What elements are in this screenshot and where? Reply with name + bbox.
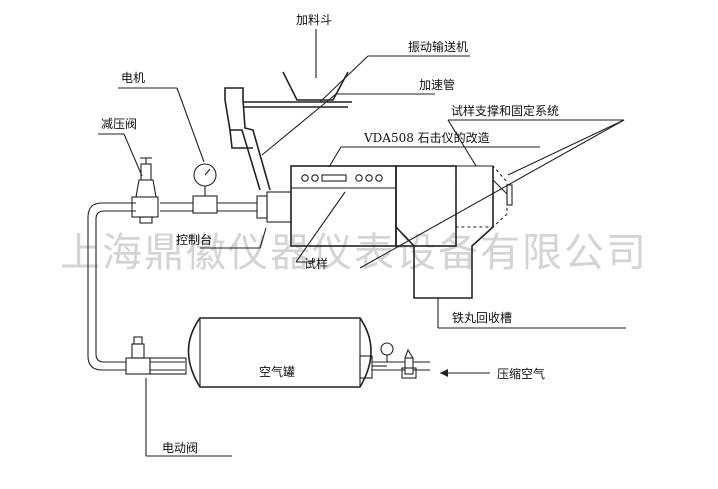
label-compressed-air: 压缩空气 [497,366,545,381]
test-chamber [395,165,513,299]
pressure-reducing-valve [131,157,159,224]
label-pressure-reducing-valve: 减压阀 [101,117,137,131]
control-connector [256,191,292,223]
hopper-assembly [224,71,352,191]
label-hopper: 加料斗 [296,13,332,27]
label-accel-tube: 加速管 [419,77,455,92]
label-motor: 电机 [121,71,145,85]
air-tank-label: 空气罐 [259,364,295,379]
label-sample-support: 试样支撑和固定系统 [451,103,559,118]
label-electric-valve: 电动阀 [162,441,198,455]
label-shot-recovery-tank: 铁丸回收槽 [452,311,512,325]
inlet-gauge-valve [359,342,417,379]
arrow-head-icon [440,369,448,377]
watermark: 上海鼎徽仪器仪表设备有限公司 [60,230,648,276]
label-sample: 试样 [304,256,328,271]
label-vibrating-feeder: 振动输送机 [408,39,468,54]
air-pipe [87,202,430,371]
label-control-panel: 控制台 [176,232,212,247]
pressure-gauge [192,163,218,214]
electric-valve [125,336,187,375]
label-vda508-mod: VDA508 石击仪的改造 [363,130,490,145]
leader-lines [98,29,626,457]
